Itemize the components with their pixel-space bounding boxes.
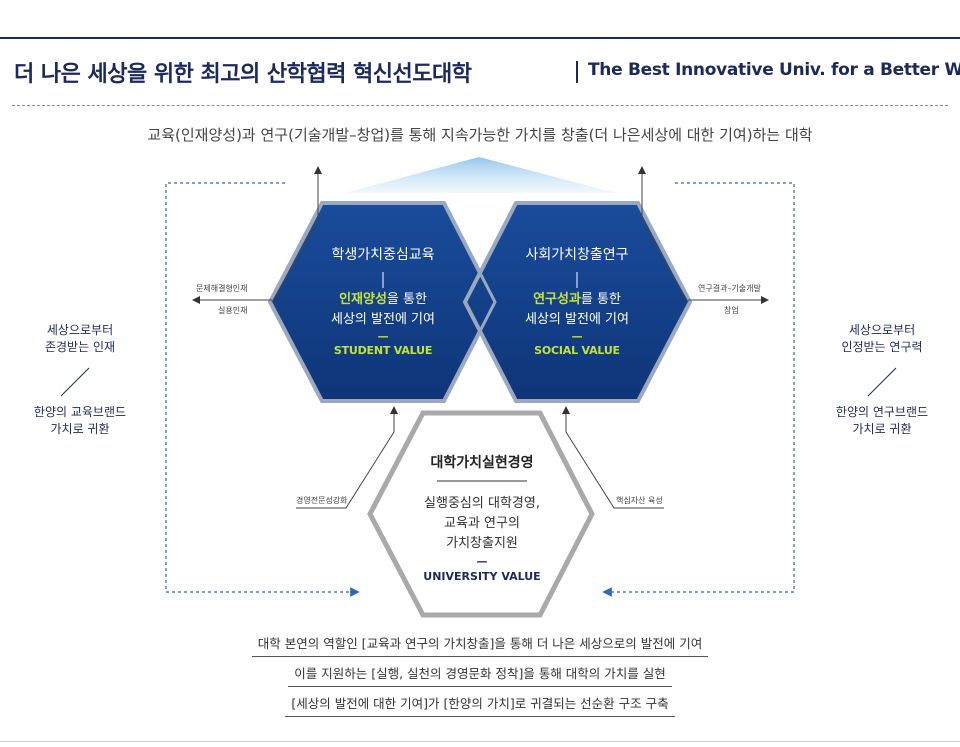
label-research-tech: 연구결과–기술개발 <box>698 284 761 293</box>
social-value-dash: — <box>571 330 583 343</box>
hex-overlap-edge <box>442 202 497 402</box>
university-value-title: 대학가치실현경영 <box>430 455 534 471</box>
title-separator <box>576 61 578 83</box>
social-value-line2: 세상의 발전에 기여 <box>525 312 629 327</box>
arrow-bottom-right <box>562 406 664 509</box>
label-problem-solving-talent: 문제해결형인재 <box>196 284 248 293</box>
label-management-expertise: 경영전문성강화 <box>296 496 348 505</box>
university-value-content: 대학가치실현경영 실행중심의 대학경영, 교육과 연구의 가치창출지원 — UN… <box>382 452 582 583</box>
social-value-highlight: 연구성과 <box>533 292 581 307</box>
student-value-english: STUDENT VALUE <box>333 344 433 357</box>
header-dotted-divider <box>12 105 948 106</box>
social-value-line1: 연구성과를 통한 <box>477 290 677 310</box>
university-value-english: UNIVERSITY VALUE <box>423 570 541 583</box>
university-value-line1: 실행중심의 대학경영, <box>424 496 540 511</box>
university-value-dash: — <box>476 555 488 568</box>
side-right-bottom: 한양의 연구브랜드 가치로 귀환 <box>822 404 942 438</box>
summary-line-2: 이를 지원하는 [실행, 실천의 경영문화 정착]을 통해 대학의 가치를 실현 <box>0 663 960 687</box>
mission-statement: 교육(인재양성)과 연구(기술개발–창업)를 통해 지속가능한 가치를 창출(더… <box>147 126 813 144</box>
arrow-bottom-left <box>296 406 398 509</box>
university-value-line2: 교육과 연구의 <box>444 516 520 531</box>
student-value-highlight: 인재양성 <box>339 292 387 307</box>
student-value-line1-rest: 을 통한 <box>386 292 427 307</box>
summary-text-1: 대학 본연의 역할인 [교육과 연구의 가치창출]을 통해 더 나은 세상으로의… <box>251 633 709 657</box>
social-value-content: 사회가치창출연구 연구성과를 통한 세상의 발전에 기여 — SOCIAL VA… <box>477 244 677 357</box>
social-value-english: SOCIAL VALUE <box>534 344 620 357</box>
arrow-left-up <box>271 166 322 303</box>
student-value-title: 학생가치중심교육 <box>331 247 435 263</box>
summary-line-3: [세상의 발전에 대한 기여]가 [한양의 가치]로 귀결되는 선순환 구조 구… <box>0 693 960 717</box>
side-right-line3: 한양의 연구브랜드 <box>835 405 929 419</box>
student-value-line2: 세상의 발전에 기여 <box>331 312 435 327</box>
side-right-line4: 가치로 귀환 <box>852 422 912 436</box>
summary-line-1: 대학 본연의 역할인 [교육과 연구의 가치창출]을 통해 더 나은 세상으로의… <box>0 633 960 657</box>
hex-social-value <box>462 201 693 403</box>
side-left-top: 세상으로부터 존경받는 인재 <box>20 322 140 356</box>
header-top-rule <box>0 37 960 39</box>
student-value-content: 학생가치중심교육 인재양성을 통한 세상의 발전에 기여 — STUDENT V… <box>283 244 483 357</box>
side-slash-left <box>60 367 90 397</box>
side-slash-right <box>867 367 897 397</box>
side-right-line2: 인정받는 연구력 <box>841 340 923 354</box>
side-left-line4: 가치로 귀환 <box>50 422 110 436</box>
label-core-assets: 핵심자산 육성 <box>616 496 663 505</box>
side-left-line3: 한양의 교육브랜드 <box>33 405 127 419</box>
side-left-line1: 세상으로부터 <box>46 323 114 337</box>
label-practical-talent: 실용인재 <box>218 306 248 315</box>
footer-rule <box>0 741 960 742</box>
label-startup: 창업 <box>724 306 739 315</box>
page-title: 더 나은 세상을 위한 최고의 산학협력 혁신선도대학 <box>14 62 472 87</box>
value-beam <box>345 157 616 193</box>
side-left-bottom: 한양의 교육브랜드 가치로 귀환 <box>20 404 140 438</box>
student-value-dash: — <box>377 330 389 343</box>
arrow-right-up <box>638 166 689 303</box>
side-left-line2: 존경받는 인재 <box>44 340 116 354</box>
summary-text-2: 이를 지원하는 [실행, 실천의 경영문화 정착]을 통해 대학의 가치를 실현 <box>288 663 672 687</box>
summary-text-3: [세상의 발전에 대한 기여]가 [한양의 가치]로 귀결되는 선순환 구조 구… <box>285 693 675 717</box>
social-value-title: 사회가치창출연구 <box>525 247 629 263</box>
student-value-line1: 인재양성을 통한 <box>283 290 483 310</box>
social-value-line1-rest: 를 통한 <box>580 292 621 307</box>
side-right-top: 세상으로부터 인정받는 연구력 <box>822 322 942 356</box>
hex-university-value <box>367 410 595 618</box>
university-value-line3: 가치창출지원 <box>446 536 518 551</box>
page-title-english: The Best Innovative Univ. for a Better W… <box>588 60 960 80</box>
side-right-line1: 세상으로부터 <box>848 323 916 337</box>
